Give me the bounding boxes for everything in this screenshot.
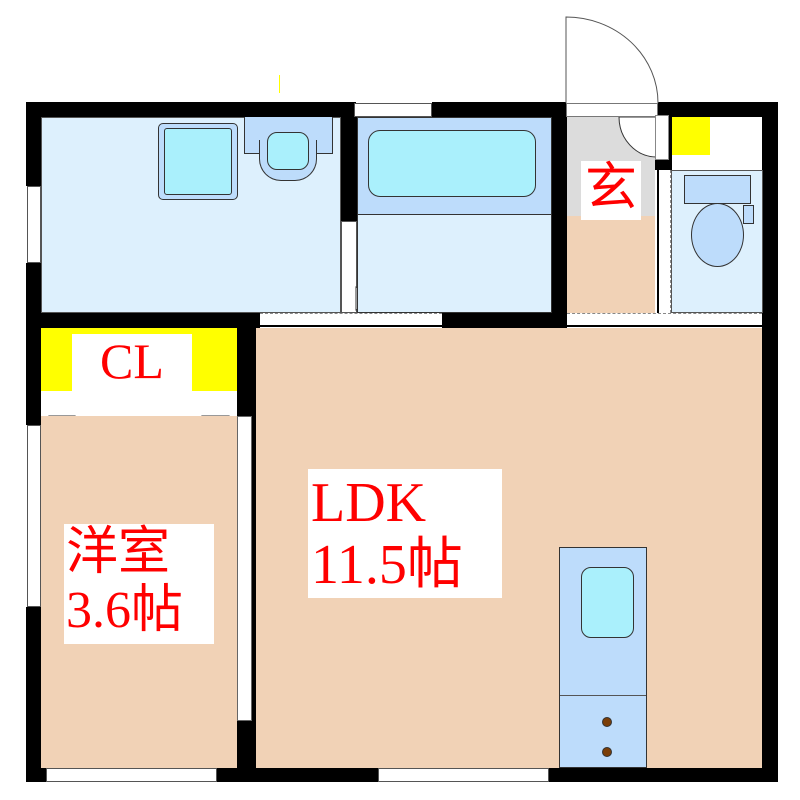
closet-label bbox=[72, 334, 192, 394]
outer-wall-top-right bbox=[658, 102, 778, 117]
ldk-door-entrance[interactable] bbox=[567, 313, 762, 327]
kitchen-sink bbox=[581, 567, 634, 638]
wall-mid-center bbox=[442, 313, 567, 328]
shoe-box-door-swing bbox=[618, 117, 657, 158]
closet-label-text: CL bbox=[100, 333, 164, 389]
outer-wall-top-mid bbox=[432, 102, 566, 117]
entrance-floor bbox=[567, 216, 655, 313]
window-bath-top bbox=[354, 103, 432, 117]
outer-wall-left-lower bbox=[26, 607, 41, 782]
wall-mid-left bbox=[26, 313, 260, 328]
outer-wall-left-mid bbox=[26, 263, 41, 425]
stove-burner-1 bbox=[602, 717, 612, 727]
entrance-door-frame bbox=[566, 103, 658, 117]
wall-western-ldk bbox=[237, 721, 256, 768]
ldk-name: LDK bbox=[311, 472, 427, 534]
ldk-size: 11.5帖 bbox=[311, 534, 463, 596]
outer-wall-bottom-mid bbox=[217, 768, 378, 782]
outer-wall-right bbox=[762, 102, 778, 782]
toilet-tank bbox=[684, 175, 751, 204]
western-room-name: 洋室 bbox=[66, 524, 171, 581]
western-room-size: 3.6帖 bbox=[66, 582, 184, 639]
closet-doors[interactable] bbox=[46, 401, 232, 416]
entrance-step-frame bbox=[655, 115, 669, 160]
ldk-label bbox=[308, 469, 502, 598]
stove-burner-2 bbox=[602, 747, 612, 757]
window-western-left bbox=[27, 425, 41, 607]
bath-door-opening bbox=[341, 221, 357, 313]
marker-line bbox=[279, 75, 280, 93]
outer-wall-bottom-right bbox=[549, 768, 778, 782]
wall-closet-right bbox=[237, 328, 256, 416]
window-ldk-bottom bbox=[378, 768, 549, 782]
ldk-door-washroom[interactable] bbox=[260, 313, 442, 327]
entrance-door[interactable] bbox=[565, 16, 661, 104]
stove-divider bbox=[560, 695, 646, 696]
window-western-bottom bbox=[46, 768, 217, 782]
entrance-label bbox=[581, 161, 641, 220]
western-room-label bbox=[64, 524, 214, 644]
entrance-label-text: 玄 bbox=[584, 160, 637, 217]
toilet-door[interactable] bbox=[657, 170, 671, 313]
vanity-basin bbox=[267, 132, 309, 170]
bathtub bbox=[368, 130, 536, 197]
toilet-bowl bbox=[691, 203, 744, 267]
utility-meter-box bbox=[672, 117, 710, 155]
outer-wall-bottom-left bbox=[26, 768, 46, 782]
washing-machine-tub bbox=[164, 128, 232, 195]
outer-wall-left-upper bbox=[26, 102, 41, 186]
wall-western-ldk-strip bbox=[252, 328, 256, 768]
toilet-paper-holder bbox=[743, 205, 754, 224]
outer-wall-top-left bbox=[26, 102, 356, 117]
wall-bath-entrance bbox=[552, 117, 567, 328]
window-washroom-left bbox=[27, 186, 41, 263]
sliding-door-western-ldk[interactable] bbox=[237, 416, 252, 721]
wall-washroom-bath bbox=[341, 117, 357, 221]
